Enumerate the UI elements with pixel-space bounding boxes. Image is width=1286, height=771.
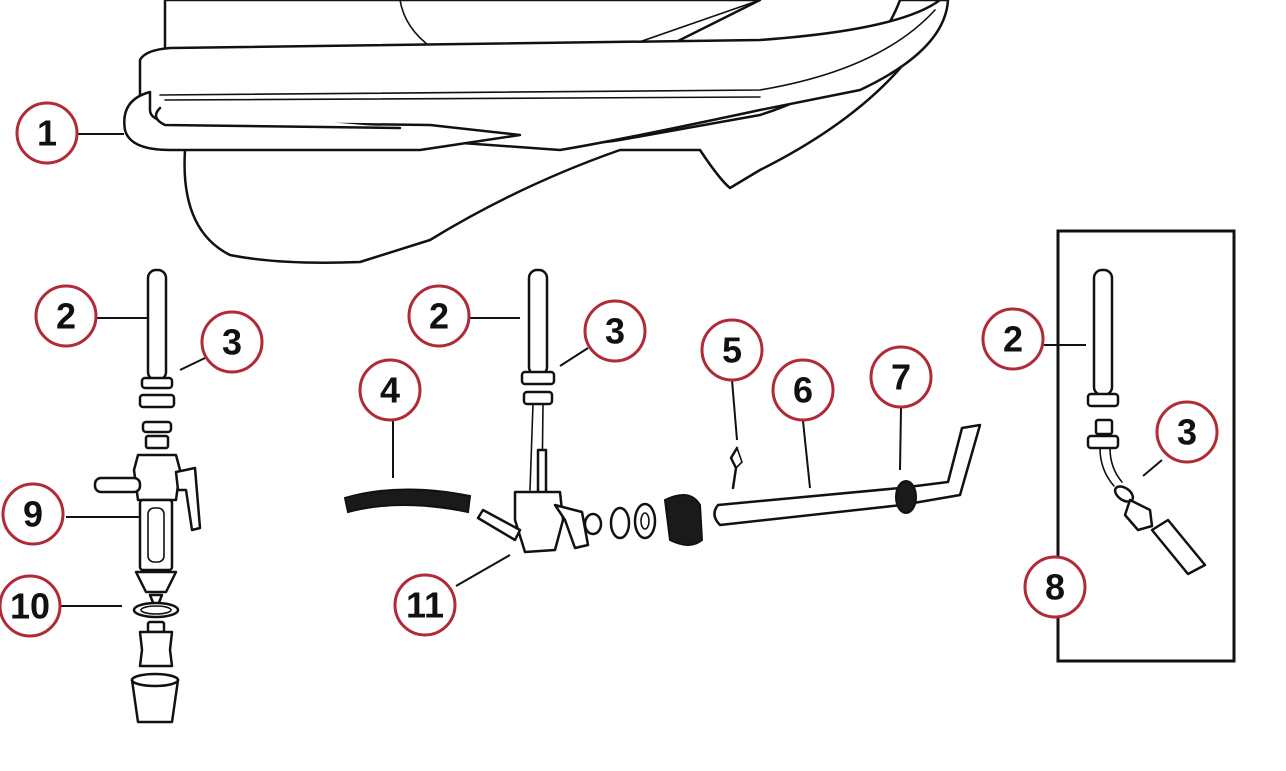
callout-label: 1	[37, 113, 57, 154]
leader-lines	[60, 133, 1163, 607]
callout-7: 7	[869, 345, 933, 409]
callout-label: 6	[793, 370, 813, 411]
callout-label: 2	[56, 296, 76, 337]
callout-10: 10	[0, 574, 62, 638]
callout-label: 8	[1045, 567, 1065, 608]
callout-9: 9	[1, 482, 65, 546]
callout-label: 4	[380, 370, 400, 411]
callout-2-left: 2	[34, 284, 98, 348]
callout-label: 2	[429, 296, 449, 337]
callout-label: 11	[406, 585, 444, 626]
callout-label: 5	[722, 330, 742, 371]
callout-3-left: 3	[200, 310, 264, 374]
callout-8: 8	[1023, 555, 1087, 619]
callout-4: 4	[358, 358, 422, 422]
left-fuel-valve-assembly	[93, 268, 202, 724]
callout-label: 10	[10, 586, 50, 627]
callout-1: 1	[15, 101, 79, 165]
callout-label: 3	[1177, 412, 1197, 453]
kit-box	[1056, 229, 1236, 663]
fuel-tank	[123, 0, 950, 264]
callout-label: 3	[222, 322, 242, 363]
callout-3-middle: 3	[583, 299, 647, 363]
callout-6: 6	[771, 358, 835, 422]
callout-11: 11	[393, 573, 457, 637]
callout-label: 2	[1003, 319, 1023, 360]
callout-3-box: 3	[1155, 400, 1219, 464]
callout-label: 3	[605, 311, 625, 352]
callout-label: 7	[891, 357, 911, 398]
callout-5: 5	[700, 318, 764, 382]
callout-2-box: 2	[981, 307, 1045, 371]
callout-label: 9	[23, 494, 43, 535]
middle-fuel-valve-assembly	[343, 268, 982, 554]
callout-2-middle: 2	[407, 284, 471, 348]
